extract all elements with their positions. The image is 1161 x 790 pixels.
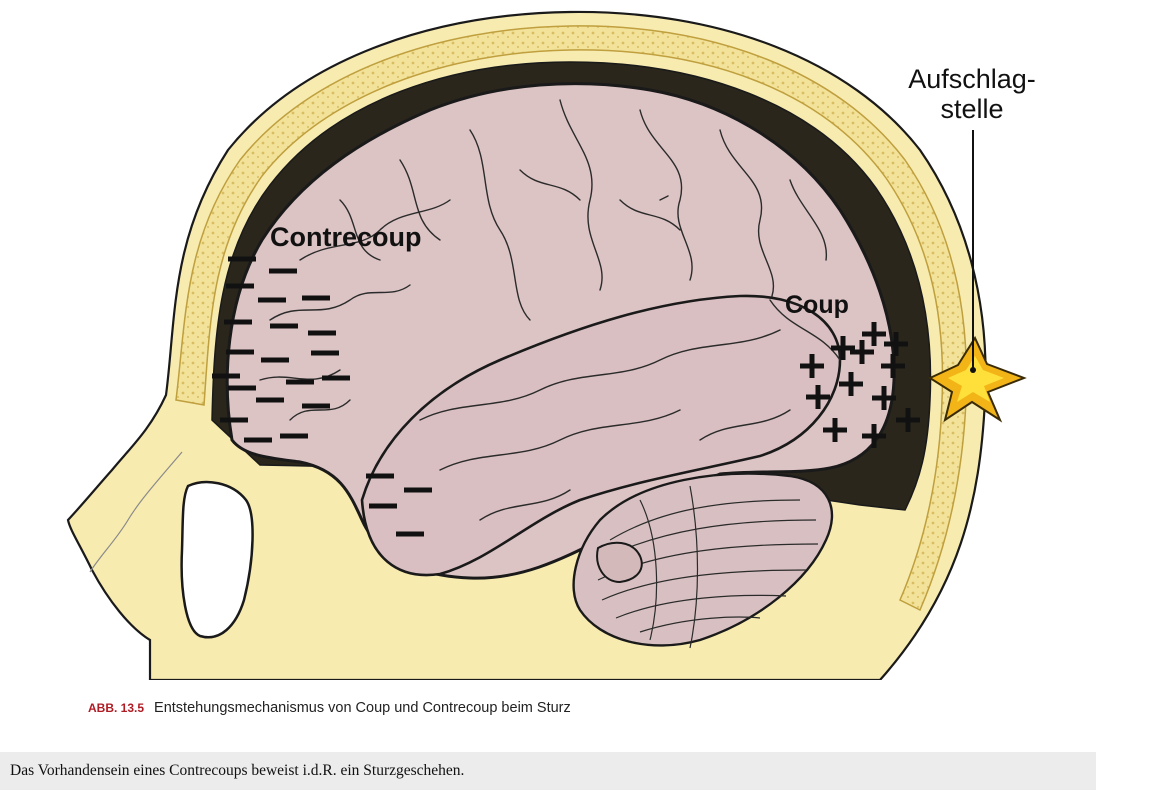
minus-mark (404, 487, 432, 493)
minus-mark (220, 417, 248, 423)
minus-mark (369, 503, 397, 509)
minus-mark (228, 385, 256, 391)
impact-label-line2: stelle (940, 94, 1003, 124)
caption-text: Entstehungsmechanismus von Coup und Cont… (154, 700, 571, 716)
plus-mark (881, 354, 905, 378)
minus-mark (224, 319, 252, 325)
minus-mark (280, 433, 308, 439)
temporal-lobe (360, 294, 842, 577)
minus-mark (302, 295, 330, 301)
plus-mark (862, 322, 886, 346)
cerebellum (572, 472, 834, 647)
nasal-line (89, 451, 183, 573)
minus-mark (256, 397, 284, 403)
impact-label-line1: Aufschlag- (908, 64, 1036, 94)
minus-mark (269, 268, 297, 274)
minus-mark (226, 349, 254, 355)
minus-mark (228, 256, 256, 262)
gyri-lines (259, 99, 841, 521)
plus-mark (850, 340, 874, 364)
minus-mark (322, 375, 350, 381)
skull-bone (175, 25, 968, 612)
minus-mark (226, 283, 254, 289)
minus-marks (212, 256, 432, 537)
plus-mark (862, 424, 886, 448)
figure-number: ABB. 13.5 (88, 701, 145, 715)
minus-mark (308, 330, 336, 336)
plus-mark (831, 336, 855, 360)
minus-mark (244, 437, 272, 443)
minus-mark (258, 297, 286, 303)
contrecoup-label: Contrecoup (270, 222, 422, 252)
plus-mark (896, 408, 920, 432)
plus-mark (806, 385, 830, 409)
plus-mark (872, 386, 896, 410)
plus-mark (823, 418, 847, 442)
minus-mark (286, 379, 314, 385)
minus-mark (261, 357, 289, 363)
head-diagram: Contrecoup Coup Aufschlag- stelle (66, 10, 1036, 680)
coup-label: Coup (785, 291, 849, 319)
eye-socket (180, 480, 254, 639)
minus-mark (302, 403, 330, 409)
brainstem (596, 541, 643, 584)
plus-mark (884, 332, 908, 356)
minus-mark (366, 473, 394, 479)
plus-mark (800, 354, 824, 378)
minus-mark (212, 373, 240, 379)
minus-mark (396, 531, 424, 537)
impact-star (927, 335, 1027, 423)
figure-caption: ABB. 13.5 Entstehungsmechanismus von Coup… (88, 700, 571, 716)
plus-mark (839, 372, 863, 396)
plus-marks (800, 322, 920, 448)
minus-mark (311, 350, 339, 356)
note-box: Das Vorhandensein eines Contrecoups bewe… (0, 752, 1096, 790)
minus-mark (270, 323, 298, 329)
note-text: Das Vorhandensein eines Contrecoups bewe… (10, 762, 465, 779)
